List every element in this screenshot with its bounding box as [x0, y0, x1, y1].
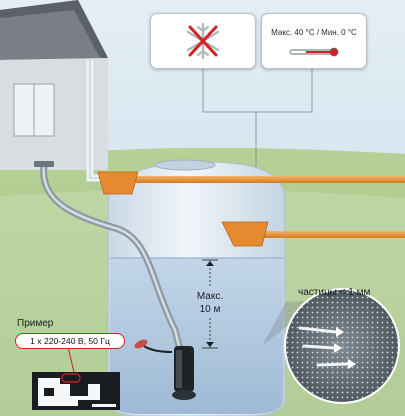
temperature-range-text: Макс. 40 °C / Мин. 0 °C [271, 28, 357, 37]
no-frost-icon [186, 22, 220, 60]
temp-callout-connector [256, 67, 313, 113]
temperature-callout: Макс. 40 °C / Мин. 0 °C [261, 13, 367, 69]
power-spec-badge: 1 x 220-240 В, 50 Гц [15, 333, 125, 349]
thermometer-icon [289, 47, 339, 57]
hose-outlet [34, 161, 54, 167]
max-depth-dimension [202, 259, 218, 349]
inlet-pipe [97, 171, 405, 195]
house [0, 0, 108, 170]
overflow-pipe [221, 221, 405, 247]
example-socket-box [32, 346, 120, 410]
filter-inset [262, 288, 400, 404]
max-depth-text: Макс. 10 м [196, 291, 224, 315]
submersible-pump [134, 339, 196, 400]
tank-lid [154, 159, 216, 171]
max-depth-label: Макс. 10 м [188, 290, 232, 316]
example-title: Пример [17, 318, 54, 329]
frost-callout-connector [202, 67, 257, 166]
frost-callout [150, 13, 256, 69]
particles-label: частицы < 1 мм [298, 287, 371, 298]
tank-water [110, 258, 283, 414]
